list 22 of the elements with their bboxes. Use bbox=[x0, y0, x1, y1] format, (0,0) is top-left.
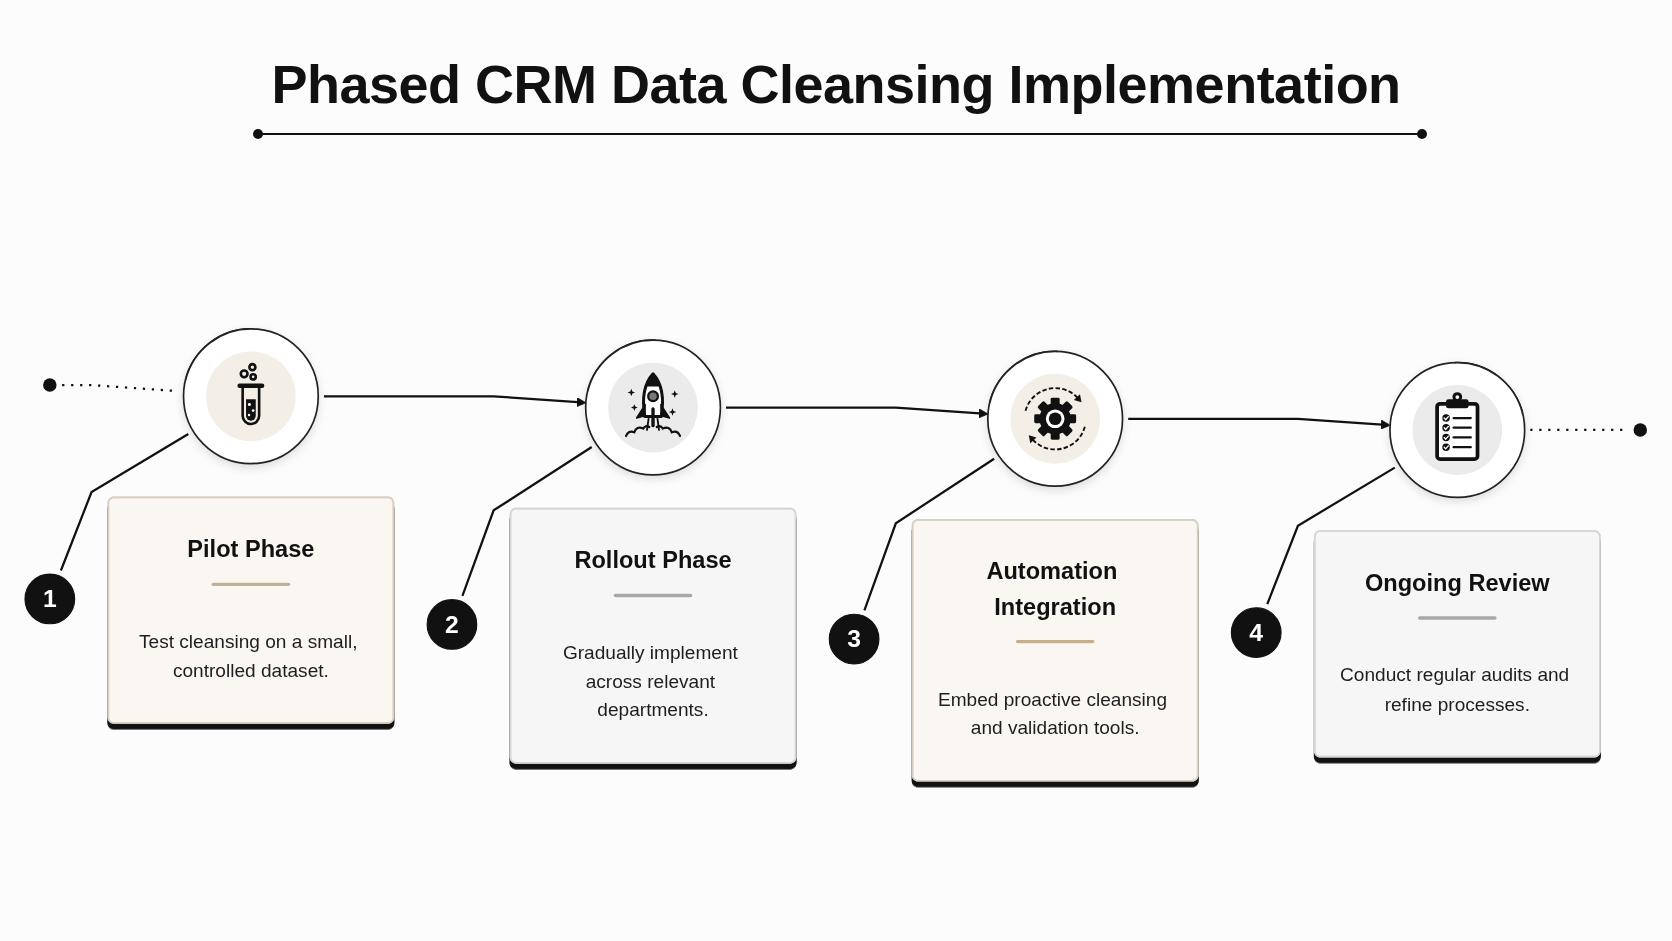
icon-circle bbox=[987, 350, 1124, 487]
phase-card: Rollout Phase Gradually implement across relevant departments. bbox=[509, 507, 797, 764]
end-dot bbox=[1633, 422, 1647, 437]
phase-card: Pilot Phase Test cleansing on a small, controlled dataset. bbox=[107, 496, 395, 724]
connector-line bbox=[461, 445, 593, 596]
phase-card: Automation Integration Embed proactive cleansing and validation tools. bbox=[911, 518, 1199, 782]
icon-circle bbox=[182, 327, 320, 465]
step-number-badge: 1 bbox=[24, 573, 76, 624]
phase-card: Ongoing Review Conduct regular audits and refine processes. bbox=[1313, 529, 1601, 758]
icon-circle bbox=[1389, 361, 1526, 498]
step-number-badge: 4 bbox=[1230, 606, 1282, 658]
connector-line bbox=[863, 457, 995, 611]
arrow bbox=[1128, 417, 1391, 430]
title: Phased CRM Data Cleansing Implementation bbox=[271, 53, 1401, 116]
step-number-badge: 3 bbox=[828, 613, 880, 665]
icon-circle bbox=[584, 338, 722, 476]
arrow bbox=[323, 394, 587, 407]
arrow bbox=[726, 406, 989, 418]
connector-line bbox=[59, 432, 189, 571]
end-dot bbox=[43, 378, 57, 392]
connector-line bbox=[1266, 466, 1396, 605]
step-number-badge: 2 bbox=[426, 598, 478, 650]
